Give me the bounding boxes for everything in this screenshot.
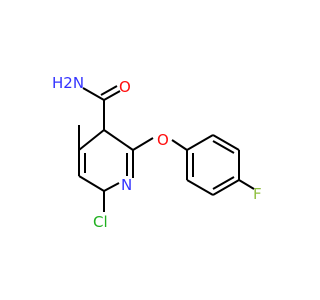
bond-ar4-f: [238, 179, 255, 190]
structure-canvas: H2N O O N F Cl: [52, 74, 262, 231]
bond-c6-n1: [103, 182, 120, 192]
chlorine-label: Cl: [93, 213, 108, 231]
fluorophenyl-ring: [186, 134, 255, 196]
carbonyl-oxygen-label: O: [119, 78, 131, 96]
bond-c2-oether: [132, 137, 154, 151]
bond-ar5-ar6: [186, 179, 214, 196]
bond-c3-c4: [78, 129, 105, 151]
fluorine-label: F: [253, 185, 262, 203]
atom-labels: H2N O O N F Cl: [52, 74, 262, 231]
bond-carbonyl-o-double: [100, 85, 118, 96]
bond-c2-c3: [103, 129, 134, 151]
ring-nitrogen-label: N: [121, 176, 132, 194]
bond-ar4-ar5: [212, 179, 240, 196]
substituent-bonds: [78, 85, 188, 212]
pyridine-ring: [78, 129, 134, 192]
bond-carbonyl-n: [82, 87, 105, 101]
bond-ar4-ar5-inner: [212, 176, 235, 190]
bond-oether-aryl: [171, 139, 188, 151]
molecule-drawing: H2N O O N F Cl: [52, 74, 262, 231]
bond-carbonyl-o: [103, 90, 121, 101]
amide-nitrogen-label: H2N: [52, 74, 84, 92]
bond-ar2-ar3-inner: [212, 140, 235, 154]
ether-oxygen-label: O: [157, 131, 169, 149]
bond-c5-c6: [78, 175, 105, 192]
bond-ar2-ar3: [212, 134, 240, 151]
bond-ar1-ar2: [186, 134, 214, 151]
